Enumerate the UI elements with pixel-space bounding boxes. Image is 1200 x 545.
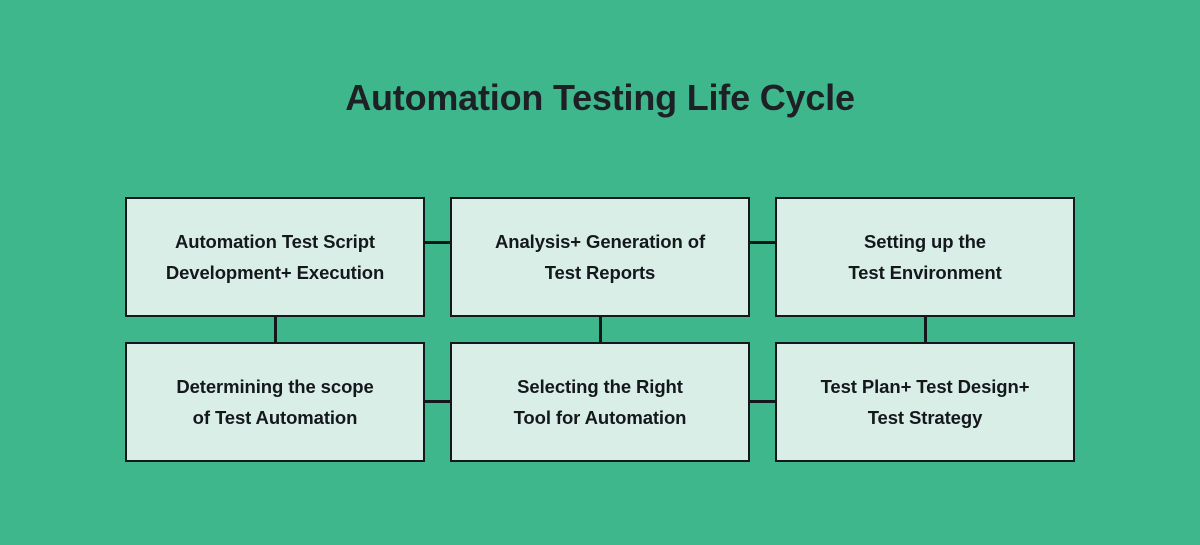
flow-box-setting-up-test-environment: Setting up the Test Environment xyxy=(775,197,1075,317)
flow-box-label: Test Plan+ Test Design+ Test Strategy xyxy=(820,376,1030,428)
flow-box-label: Analysis+ Generation of Test Reports xyxy=(495,231,705,283)
page-title: Automation Testing Life Cycle xyxy=(345,77,855,118)
flow-box-automation-test-script: Automation Test Script Development+ Exec… xyxy=(125,197,425,317)
flow-box-label: Determining the scope of Test Automation xyxy=(176,376,374,428)
connector-col1-row1-row2 xyxy=(274,316,277,344)
connector-bottom-col2-col3 xyxy=(749,400,776,403)
flow-box-label: Automation Test Script Development+ Exec… xyxy=(165,231,385,283)
connector-top-col2-col3 xyxy=(749,241,776,244)
flow-box-analysis-generation-reports: Analysis+ Generation of Test Reports xyxy=(450,197,750,317)
connector-col2-row1-row2 xyxy=(599,316,602,344)
flow-box-label: Selecting the Right Tool for Automation xyxy=(513,376,687,428)
flow-box-selecting-right-tool: Selecting the Right Tool for Automation xyxy=(450,342,750,462)
connector-bottom-col1-col2 xyxy=(424,400,451,403)
flow-box-test-plan-design-strategy: Test Plan+ Test Design+ Test Strategy xyxy=(775,342,1075,462)
connector-col3-row1-row2 xyxy=(924,316,927,344)
flow-box-determining-scope: Determining the scope of Test Automation xyxy=(125,342,425,462)
connector-top-col1-col2 xyxy=(424,241,451,244)
flow-box-label: Setting up the Test Environment xyxy=(848,231,1002,283)
